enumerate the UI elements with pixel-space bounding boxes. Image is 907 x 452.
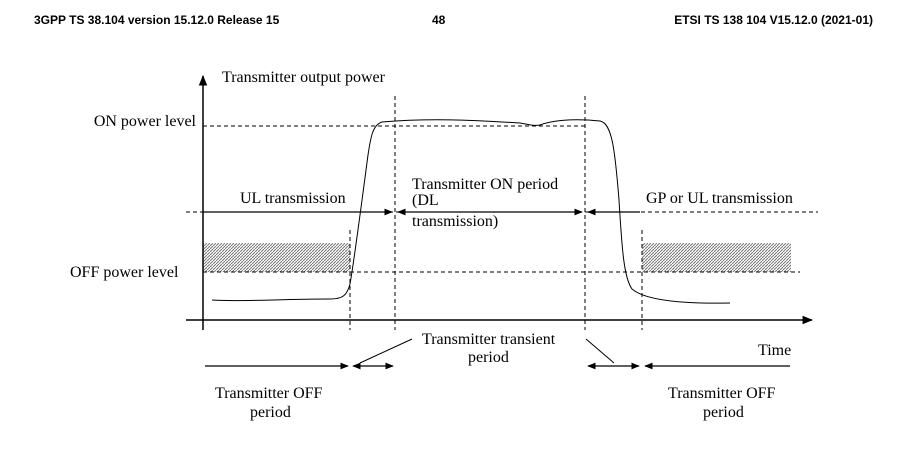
off-region-right	[642, 243, 791, 272]
off-period-right-label-2: period	[703, 404, 744, 421]
x-axis-label: Time	[758, 342, 791, 359]
transient-leader-right	[585, 338, 615, 364]
on-power-level-label: ON power level	[94, 113, 197, 130]
transient-leader-left	[359, 338, 413, 364]
on-period-label-3: transmission)	[412, 213, 498, 230]
off-period-right-label-1: Transmitter OFF	[668, 385, 776, 402]
on-period-label-2: (DL	[412, 192, 439, 209]
off-power-level-label: OFF power level	[70, 264, 179, 281]
header-right: ETSI TS 138 104 V15.12.0 (2021-01)	[674, 13, 873, 27]
power-curve	[211, 119, 731, 304]
transient-label-2: period	[468, 349, 509, 366]
off-period-left-label-2: period	[250, 404, 291, 421]
header-left: 3GPP TS 38.104 version 15.12.0 Release 1…	[34, 13, 280, 27]
on-period-label-1: Transmitter ON period	[412, 176, 558, 193]
y-axis-label: Transmitter output power	[222, 69, 386, 86]
off-period-left-label-1: Transmitter OFF	[215, 385, 323, 402]
ul-transmission-label: UL transmission	[240, 190, 346, 207]
off-region-left	[203, 243, 350, 272]
page-number: 48	[432, 13, 446, 27]
transient-label-1: Transmitter transient	[422, 331, 556, 348]
gp-ul-transmission-label: GP or UL transmission	[646, 190, 793, 207]
